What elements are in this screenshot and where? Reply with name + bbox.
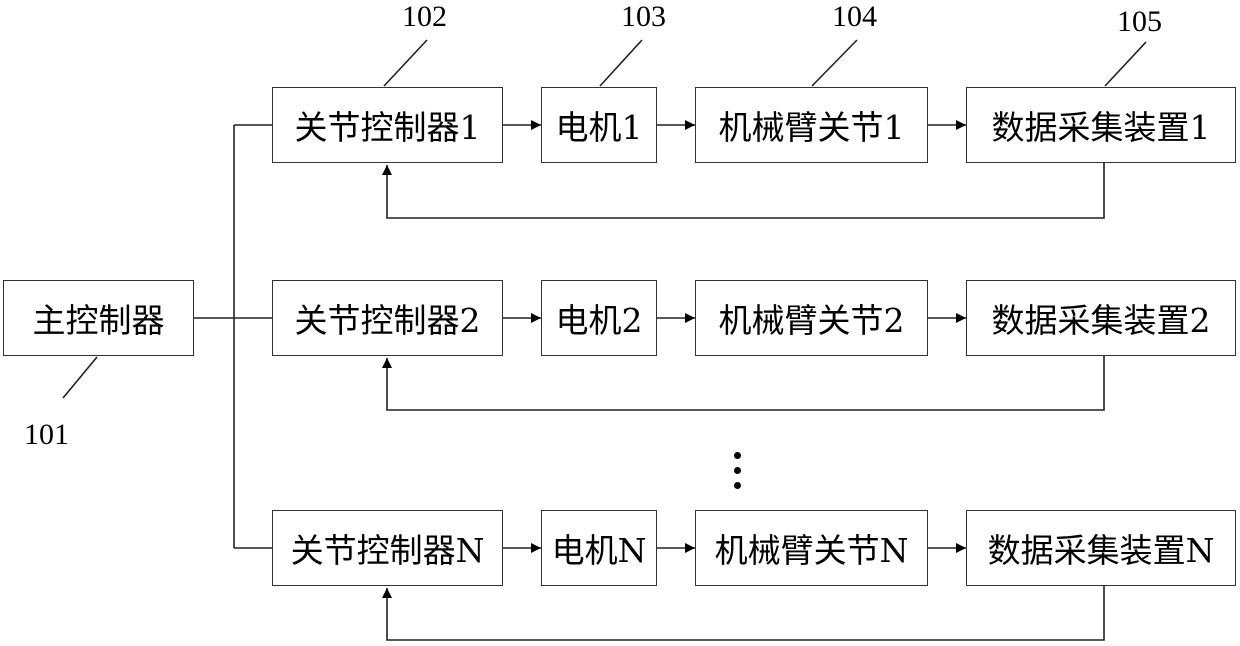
arm-joint-1-box: 机械臂关节1 [695,87,928,163]
ref-104-leader [812,40,857,86]
row2-feedback-line [387,356,1104,410]
ref-105: 105 [1117,7,1162,37]
joint-controller-n-box: 关节控制器N [272,510,503,586]
ref-101: 101 [24,420,69,450]
data-acquisition-2-box: 数据采集装置2 [966,280,1236,356]
ellipsis-dot-3 [734,482,741,489]
arm-joint-n-box: 机械臂关节N [695,510,928,586]
rowN-feedback-line [387,586,1104,640]
data-acquisition-1-box: 数据采集装置1 [966,87,1236,163]
ref-105-leader [1105,42,1146,86]
motor-2-box: 电机2 [541,280,657,356]
ellipsis-dot-1 [734,452,741,459]
motor-1-box: 电机1 [541,87,657,163]
arm-joint-n-label: 机械臂关节N [715,524,909,572]
joint-controller-2-box: 关节控制器2 [272,280,503,356]
ref-104: 104 [832,2,877,32]
ellipsis-text: ⋮ [731,450,732,451]
arm-joint-2-label: 机械臂关节2 [719,294,905,342]
ref-102-leader [384,40,427,86]
data-acquisition-n-label: 数据采集装置N [988,524,1215,572]
main-controller-box: 主控制器 [3,280,194,356]
motor-n-box: 电机N [541,510,657,586]
row1-feedback-line [387,163,1104,218]
ref-102: 102 [402,2,447,32]
joint-controller-1-label: 关节控制器1 [295,101,481,149]
motor-2-label: 电机2 [556,294,643,342]
arm-joint-2-box: 机械臂关节2 [695,280,928,356]
ref-101-leader [63,357,97,398]
data-acquisition-1-label: 数据采集装置1 [992,101,1211,149]
main-controller-label: 主控制器 [33,294,165,342]
ref-103-leader [600,40,642,86]
data-acquisition-2-label: 数据采集装置2 [992,294,1211,342]
vertical-ellipsis: ⋮ [731,450,745,492]
joint-controller-n-label: 关节控制器N [291,524,485,572]
joint-controller-2-label: 关节控制器2 [295,294,481,342]
motor-1-label: 电机1 [556,101,643,149]
joint-controller-1-box: 关节控制器1 [272,87,503,163]
ref-103: 103 [621,2,666,32]
data-acquisition-n-box: 数据采集装置N [966,510,1236,586]
ellipsis-dot-2 [734,467,741,474]
motor-n-label: 电机N [552,524,647,572]
arm-joint-1-label: 机械臂关节1 [719,101,905,149]
